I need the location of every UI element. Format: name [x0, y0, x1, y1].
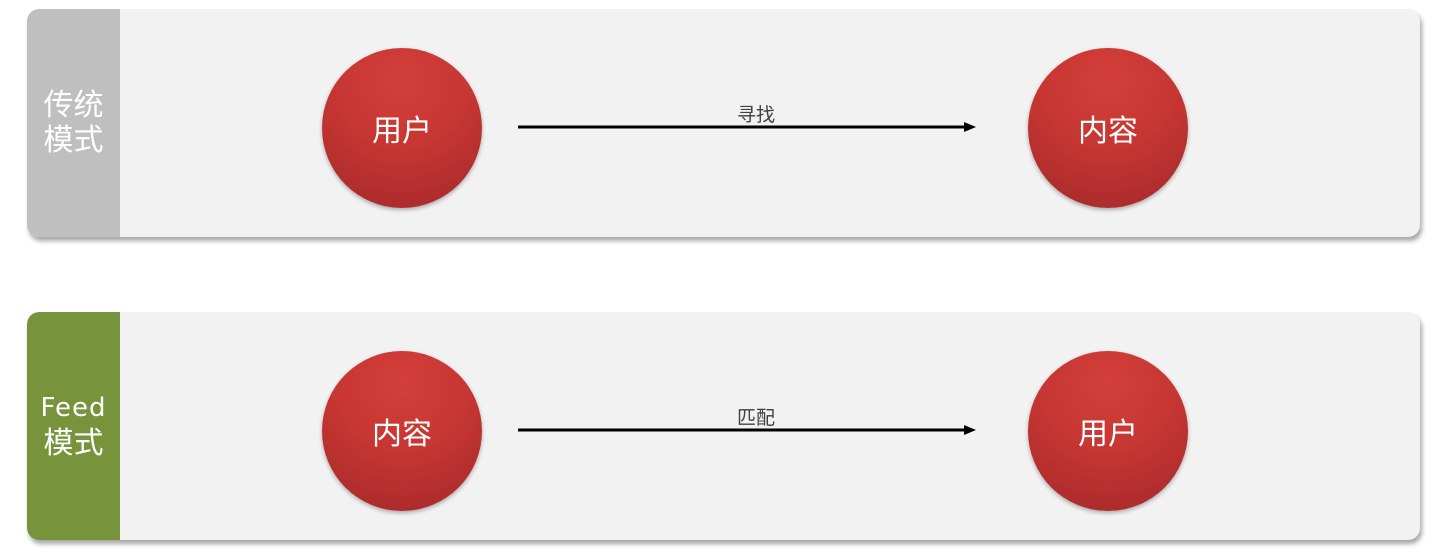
tab-label-line1: 传统	[43, 88, 104, 123]
traditional-mode-panel: 传统 模式 用户 寻找 内容	[27, 9, 1420, 237]
target-node: 用户	[1028, 351, 1188, 511]
tab-label-line1: Feed	[40, 393, 107, 423]
source-node: 用户	[322, 48, 482, 208]
arrow-icon	[518, 425, 976, 435]
arrow-icon	[518, 122, 976, 132]
edge-label: 匹配	[736, 407, 775, 429]
edge-label: 寻找	[736, 104, 775, 126]
edge-arrow	[518, 420, 976, 440]
feed-mode-tab: Feed 模式	[27, 312, 120, 540]
traditional-mode-tab: 传统 模式	[27, 9, 120, 237]
feed-mode-panel: Feed 模式 内容 匹配 用户	[27, 312, 1420, 540]
tab-label-line2: 模式	[43, 426, 104, 461]
tab-label-line2: 模式	[43, 123, 104, 158]
target-node: 内容	[1028, 48, 1188, 208]
source-node: 内容	[322, 351, 482, 511]
edge-arrow	[518, 117, 976, 137]
